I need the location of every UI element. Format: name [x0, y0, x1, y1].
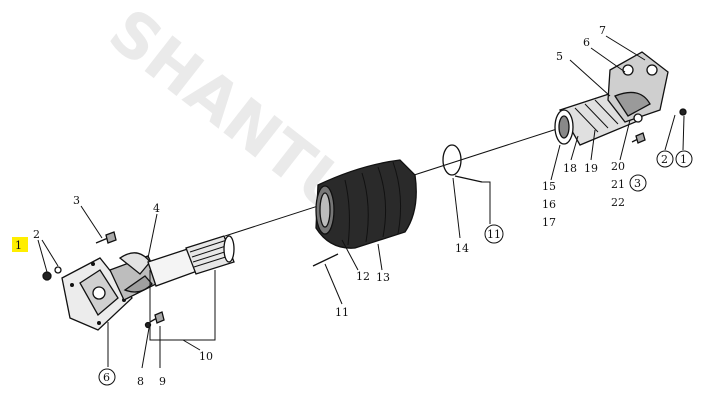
label-17: 17 — [542, 216, 556, 229]
label-9: 9 — [159, 375, 166, 388]
label-19: 19 — [584, 162, 598, 175]
label-8: 8 — [137, 375, 144, 388]
splined-shaft — [147, 235, 235, 287]
label-11-circled: 11 — [487, 228, 501, 241]
label-22: 22 — [611, 196, 625, 209]
label-1-circled: 1 — [680, 153, 687, 166]
label-2-circled: 2 — [661, 153, 668, 166]
label-14: 14 — [455, 242, 469, 255]
label-20: 20 — [611, 160, 625, 173]
label-13: 13 — [376, 271, 390, 284]
label-11: 11 — [335, 306, 349, 319]
leader-lines — [37, 35, 685, 369]
label-18: 18 — [563, 162, 577, 175]
label-21: 21 — [611, 178, 625, 191]
bellows-boot — [312, 159, 417, 267]
left-flange-yoke — [61, 252, 161, 331]
label-4: 4 — [153, 202, 160, 215]
part-labels: 1 2 3 4 5 6 6 7 8 9 10 11 11 12 13 14 15… — [12, 24, 693, 388]
snap-ring — [442, 144, 483, 183]
label-6: 6 — [103, 371, 110, 384]
label-1: 1 — [15, 239, 22, 252]
label-5: 5 — [556, 50, 563, 63]
right-yoke-tube — [554, 51, 687, 146]
label-16: 16 — [542, 198, 556, 211]
highlight-box — [12, 237, 28, 252]
label-2: 2 — [33, 228, 40, 241]
label-12: 12 — [356, 270, 370, 283]
nut-part-1 — [42, 271, 52, 281]
washer-part-2 — [54, 266, 62, 274]
label-6b: 6 — [583, 36, 590, 49]
label-10: 10 — [199, 350, 213, 363]
label-3-circled: 3 — [634, 177, 641, 190]
label-3: 3 — [73, 194, 80, 207]
label-7: 7 — [599, 24, 606, 37]
label-15: 15 — [542, 180, 556, 193]
